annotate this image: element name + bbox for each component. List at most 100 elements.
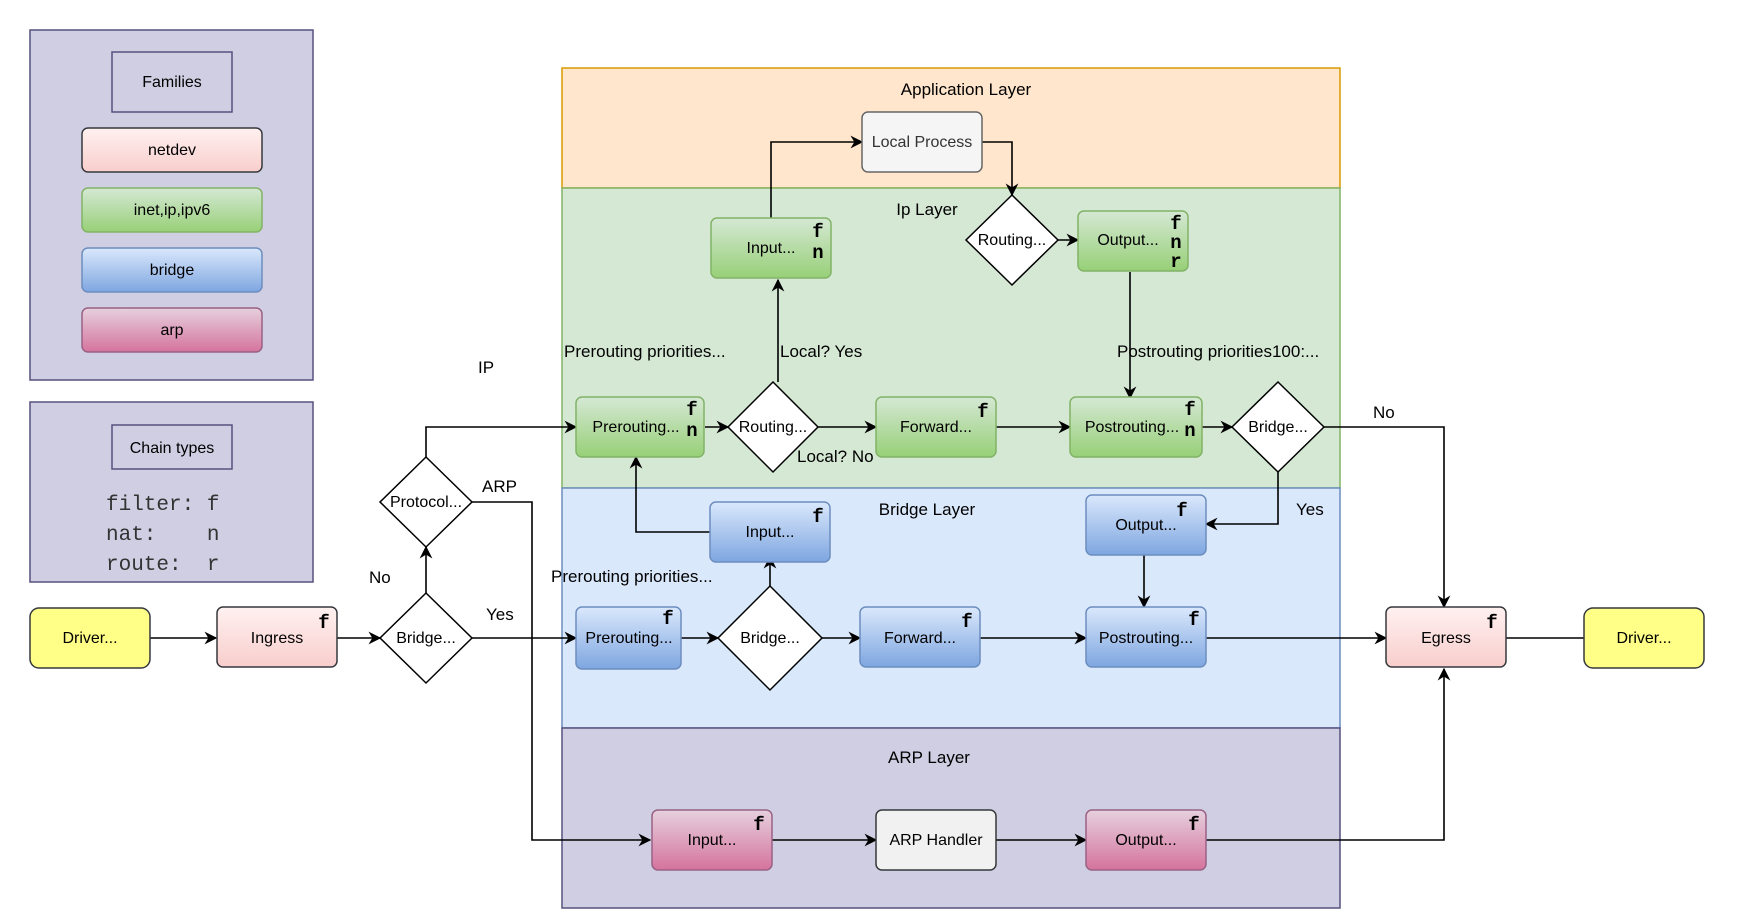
egress-node bbox=[1385, 606, 1507, 668]
br-forward-badge-f: f bbox=[961, 611, 972, 633]
legend-inet bbox=[81, 187, 263, 233]
bridge-layer-title: Bridge Layer bbox=[879, 500, 976, 519]
legend-arp bbox=[81, 307, 263, 353]
ip-prerouting-label: Prerouting... bbox=[592, 419, 679, 436]
bridge-decision-1-label: Bridge... bbox=[396, 630, 456, 647]
br-prerouting-badge-f: f bbox=[662, 608, 673, 630]
ip-output-badge-r: r bbox=[1170, 251, 1181, 273]
protocol-diamond bbox=[378, 455, 474, 549]
legend-netdev bbox=[81, 127, 263, 173]
edge-local-process-routing bbox=[982, 141, 1019, 197]
driver-out-label: Driver... bbox=[1616, 630, 1671, 647]
legend-arp-label: arp bbox=[160, 322, 183, 339]
ip-postrouting-badge-f: f bbox=[1184, 399, 1195, 421]
edge-arp-output-egress bbox=[1206, 667, 1451, 841]
br-decision-label: Bridge... bbox=[740, 630, 800, 647]
br-input-node bbox=[709, 501, 831, 563]
ip-layer-title: Ip Layer bbox=[896, 200, 958, 219]
ip-forward-badge-f: f bbox=[977, 401, 988, 423]
label-no-right: No bbox=[1373, 403, 1395, 422]
egress-label: Egress bbox=[1421, 630, 1471, 647]
br-postrouting-badge-f: f bbox=[1188, 609, 1199, 631]
label-no-left: No bbox=[369, 568, 391, 587]
egress-badge-f: f bbox=[1486, 612, 1497, 634]
legend-netdev-label: netdev bbox=[148, 142, 196, 159]
bridge-decision-2-label: Bridge... bbox=[1248, 419, 1308, 436]
label-postrouting-priorities: Postrouting priorities100:... bbox=[1117, 342, 1319, 361]
arp-input-badge-f: f bbox=[753, 814, 764, 836]
label-ip: IP bbox=[478, 358, 494, 377]
arp-input-label: Input... bbox=[688, 832, 737, 849]
driver-in-label: Driver... bbox=[62, 630, 117, 647]
br-postrouting-node bbox=[1085, 606, 1207, 668]
ip-prerouting-node bbox=[575, 396, 705, 458]
br-prerouting-label: Prerouting... bbox=[585, 630, 672, 647]
ip-routing-out-diamond bbox=[964, 193, 1060, 287]
br-decision-diamond bbox=[716, 584, 824, 692]
ip-postrouting-label: Postrouting... bbox=[1085, 419, 1179, 436]
arp-output-label: Output... bbox=[1115, 832, 1176, 849]
br-output-node bbox=[1085, 494, 1207, 556]
label-prerouting-priorities-br: Prerouting priorities... bbox=[551, 567, 713, 586]
bridge-decision-1-diamond bbox=[378, 591, 474, 685]
ip-forward-label: Forward... bbox=[900, 419, 972, 436]
chain-type-filter: filter: f bbox=[106, 494, 219, 517]
ip-input-badge-n: n bbox=[812, 242, 823, 264]
br-prerouting-node bbox=[575, 606, 682, 670]
label-yes-right: Yes bbox=[1296, 500, 1324, 519]
ingress-badge-f: f bbox=[318, 612, 329, 634]
ip-input-badge-f: f bbox=[812, 221, 823, 243]
edge-protocol-ip-prerouting bbox=[425, 420, 578, 457]
families-title: Families bbox=[142, 74, 202, 91]
ip-postrouting-node bbox=[1069, 396, 1203, 458]
connectors bbox=[150, 135, 1584, 847]
families-title-box bbox=[111, 51, 233, 113]
ip-input-label: Input... bbox=[747, 240, 796, 257]
label-yes-left: Yes bbox=[486, 605, 514, 624]
protocol-label: Protocol... bbox=[390, 494, 462, 511]
br-postrouting-label: Postrouting... bbox=[1099, 630, 1193, 647]
legend-bridge-label: bridge bbox=[150, 262, 195, 279]
edge-br-input-ip-prerouting bbox=[629, 455, 710, 533]
ip-forward-node bbox=[875, 396, 997, 458]
arp-output-badge-f: f bbox=[1188, 814, 1199, 836]
local-process-label: Local Process bbox=[872, 134, 973, 151]
legend-inet-label: inet,ip,ipv6 bbox=[134, 202, 211, 219]
ip-postrouting-badge-n: n bbox=[1184, 420, 1195, 442]
driver-in-node bbox=[29, 607, 151, 669]
edge-bridge-no-egress bbox=[1324, 426, 1451, 609]
label-local-no: Local? No bbox=[797, 447, 874, 466]
br-forward-node bbox=[859, 606, 981, 668]
label-prerouting-priorities-ip: Prerouting priorities... bbox=[564, 342, 726, 361]
ip-routing-label: Routing... bbox=[739, 419, 807, 436]
ip-output-badge-n: n bbox=[1170, 232, 1181, 254]
ingress-label: Ingress bbox=[251, 630, 303, 647]
arp-handler-label: ARP Handler bbox=[889, 832, 983, 849]
edge-input-local-process bbox=[770, 135, 864, 218]
ip-prerouting-badge-n: n bbox=[686, 420, 697, 442]
br-input-badge-f: f bbox=[812, 506, 823, 528]
bridge-decision-2-diamond bbox=[1230, 380, 1326, 474]
ip-output-label: Output... bbox=[1097, 232, 1158, 249]
br-input-label: Input... bbox=[746, 524, 795, 541]
label-arp: ARP bbox=[482, 477, 517, 496]
chain-types-title-box bbox=[111, 424, 233, 470]
ingress-node bbox=[216, 606, 338, 668]
edge-bridge-yes-output bbox=[1204, 472, 1279, 531]
arp-handler-node bbox=[875, 809, 997, 871]
chain-type-route: route: r bbox=[106, 554, 219, 577]
ip-prerouting-badge-f: f bbox=[686, 399, 697, 421]
application-layer-title: Application Layer bbox=[901, 80, 1032, 99]
ip-output-node bbox=[1077, 210, 1189, 272]
ip-output-badge-f: f bbox=[1170, 213, 1181, 235]
ip-input-node bbox=[710, 217, 832, 279]
driver-out-node bbox=[1583, 607, 1705, 669]
ip-routing-out-label: Routing... bbox=[978, 232, 1046, 249]
edge-protocol-arp-input bbox=[472, 501, 652, 847]
ip-routing-diamond bbox=[726, 380, 820, 474]
br-forward-label: Forward... bbox=[884, 630, 956, 647]
legend-bridge bbox=[81, 247, 263, 293]
arp-output-node bbox=[1085, 809, 1207, 871]
arp-input-node bbox=[651, 809, 773, 871]
